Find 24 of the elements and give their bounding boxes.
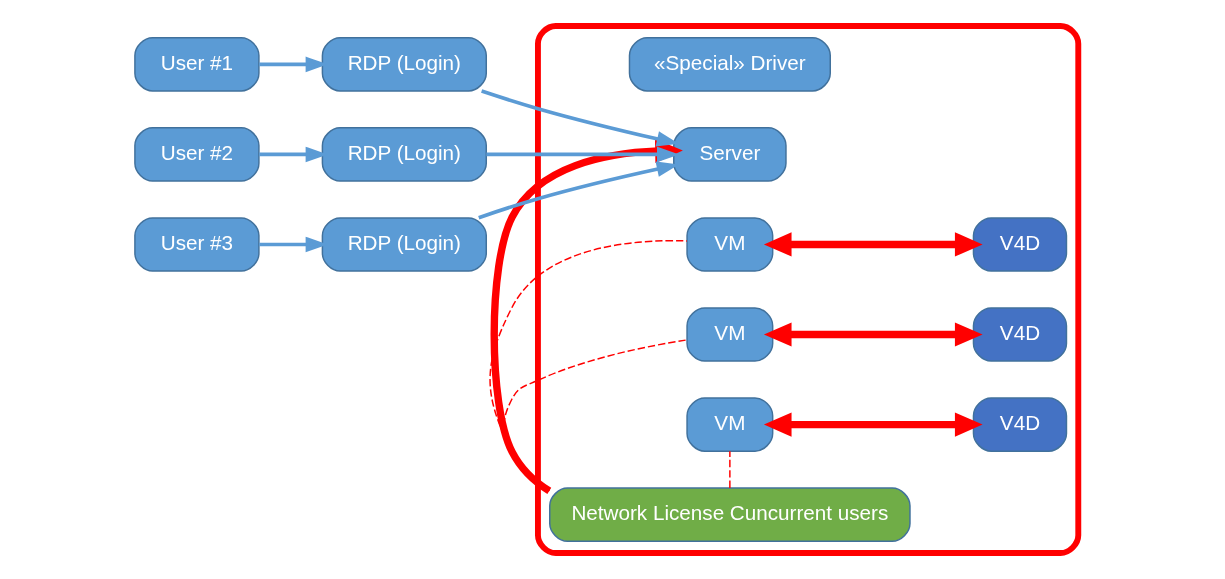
node-box: V4D	[972, 307, 1068, 362]
node-box: User #2	[134, 127, 260, 182]
arrow	[763, 322, 983, 347]
connector	[503, 339, 688, 492]
node-box: «Special» Driver	[628, 37, 831, 92]
node-box: VM	[686, 397, 774, 452]
arrow	[490, 138, 683, 495]
node-box: V4D	[972, 397, 1068, 452]
node-box: VM	[686, 307, 774, 362]
connector	[729, 450, 731, 489]
node-box: RDP (Login)	[321, 37, 487, 92]
node-box: RDP (Login)	[321, 127, 487, 182]
node-box: User #3	[134, 217, 260, 272]
node-box: Network License Cuncurrent users	[549, 487, 911, 542]
node-box: V4D	[972, 217, 1068, 272]
node-box: User #1	[134, 37, 260, 92]
arrow	[486, 146, 680, 163]
arrow	[763, 412, 983, 437]
cluster	[535, 23, 1082, 556]
connector	[489, 239, 688, 492]
node-box: Server	[673, 127, 787, 182]
arrow	[763, 232, 983, 257]
node-box: VM	[686, 217, 774, 272]
node-box: RDP (Login)	[321, 217, 487, 272]
